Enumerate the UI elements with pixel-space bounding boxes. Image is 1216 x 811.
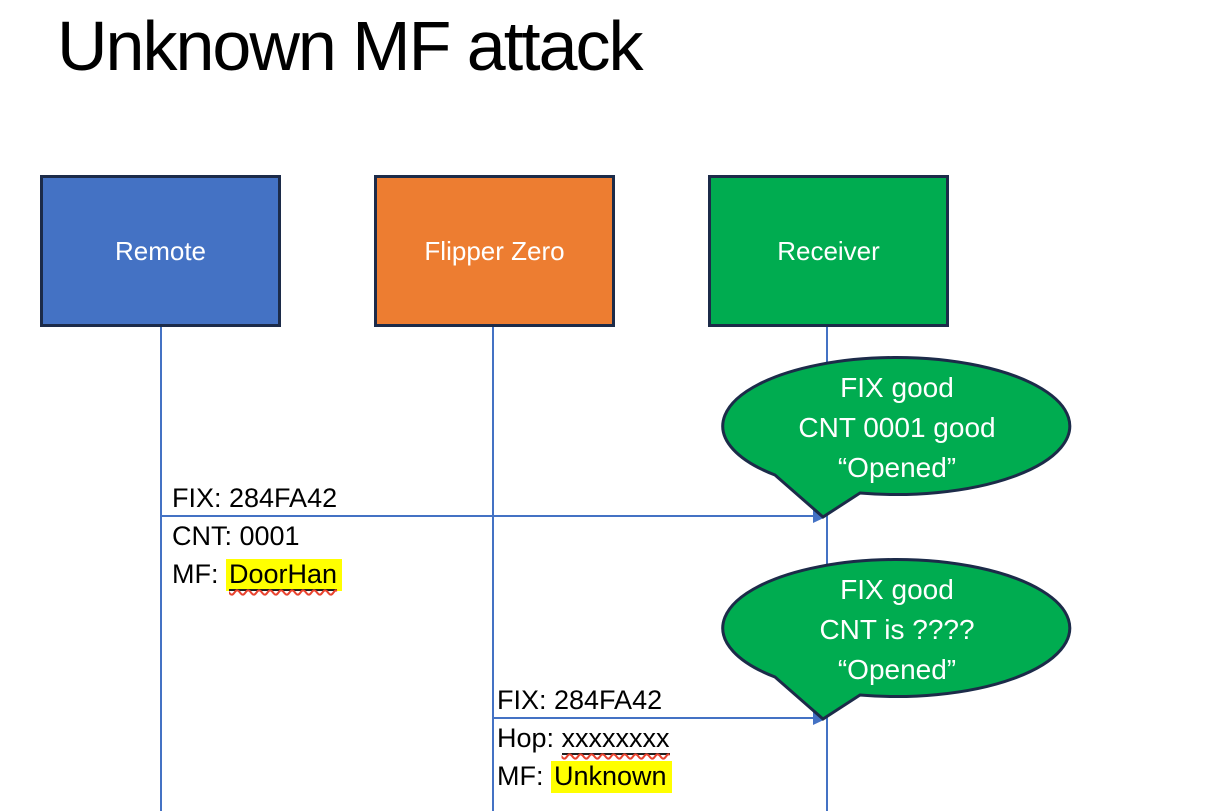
speech-bubble-1-text: FIX good CNT 0001 good “Opened” [727, 368, 1067, 488]
actor-box-receiver: Receiver [708, 175, 949, 327]
message-2-hop-prefix: Hop: [497, 723, 562, 753]
speech-bubble-2-text: FIX good CNT is ???? “Opened” [727, 570, 1067, 690]
actor-box-remote: Remote [40, 175, 281, 327]
speech-bubble-1 [721, 356, 1072, 519]
message-2-mf-label: MF: Unknown [497, 757, 672, 795]
message-1-mf-highlight: DoorHan [226, 559, 343, 591]
actor-box-flipper-zero: Flipper Zero [374, 175, 615, 327]
actor-label-flipper-zero: Flipper Zero [424, 235, 565, 266]
message-1-fix-label: FIX: 284FA42 [172, 483, 338, 513]
message-2-mf-prefix: MF: [497, 761, 551, 791]
message-2-arrow-line [493, 717, 813, 719]
speech-bubble-1-shape [721, 356, 1072, 519]
actor-label-receiver: Receiver [777, 235, 880, 266]
message-1-mf-value: DoorHan [229, 559, 338, 591]
message-2-hop-label: Hop: xxxxxxxx [497, 719, 672, 757]
speech-bubble-2 [721, 558, 1072, 721]
bubble-1-line-1: FIX good [840, 372, 954, 403]
message-2-fix-label: FIX: 284FA42 [497, 685, 663, 715]
slide-title: Unknown MF attack [57, 7, 644, 85]
message-1-cnt-label: CNT: 0001 [172, 521, 300, 551]
bubble-2-line-1: FIX good [840, 574, 954, 605]
message-2-hop-value: xxxxxxxx [561, 723, 670, 755]
message-1-arrow-line [161, 515, 813, 517]
lifeline-remote [160, 327, 162, 811]
speech-bubble-2-shape [721, 558, 1072, 721]
lifeline-flipper-zero [492, 327, 494, 811]
bubble-1-line-3: “Opened” [837, 452, 957, 483]
message-1-mf-label: MF: DoorHan [172, 555, 343, 593]
message-1-mf-prefix: MF: [172, 559, 226, 589]
bubble-1-line-2: CNT 0001 good [798, 412, 996, 443]
message-2-mf-value: Unknown [551, 761, 672, 793]
message-1-labels: FIX: 284FA42 CNT: 0001 MF: DoorHan [172, 479, 343, 593]
message-2-labels: FIX: 284FA42 Hop: xxxxxxxx MF: Unknown [497, 681, 672, 795]
actor-label-remote: Remote [114, 235, 207, 266]
bubble-2-line-3: “Opened” [837, 654, 957, 685]
bubble-2-line-2: CNT is ???? [819, 614, 975, 645]
